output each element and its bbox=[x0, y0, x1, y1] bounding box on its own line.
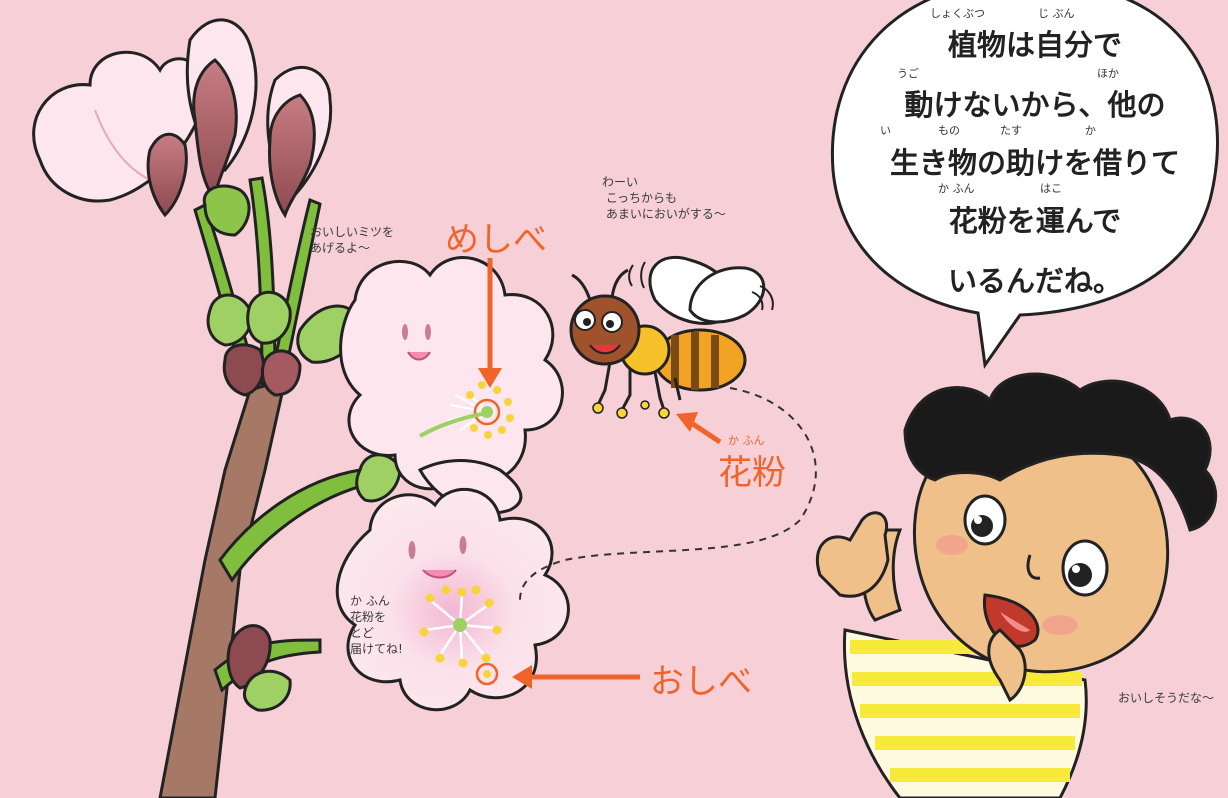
bracts bbox=[206, 290, 362, 397]
bubble-text: 植物は自分で 動けないから、他の 生き物の助けを借りて 花粉を運んで いるんだね… bbox=[850, 0, 1220, 330]
ruby-shokubutsu: しょくぶつ bbox=[930, 7, 985, 20]
ruby-i: い bbox=[880, 124, 891, 137]
flower-speech-bottom: か ふん 花粉を とど 届けてね! bbox=[350, 594, 403, 656]
ruby-hako: はこ bbox=[1040, 182, 1062, 195]
lower-flower bbox=[335, 488, 570, 712]
ruby-hoka: ほか bbox=[1097, 67, 1119, 80]
bubble-line-5: いるんだね。 bbox=[947, 264, 1122, 298]
ruby-kafun: か ふん bbox=[938, 182, 975, 195]
label-oshibe: おしべ bbox=[650, 662, 752, 702]
label-meshibe: めしべ bbox=[445, 220, 547, 260]
flight-path bbox=[519, 387, 817, 601]
ruby-ugo: うご bbox=[897, 67, 919, 80]
boy-speech: おいしそうだな〜 bbox=[1118, 691, 1215, 705]
bubble-line-2: 動けないから、他の bbox=[904, 88, 1166, 122]
bee bbox=[569, 255, 774, 419]
label-kafun: 花粉 bbox=[718, 453, 786, 493]
speech-bubble bbox=[830, 0, 1219, 370]
boy bbox=[815, 372, 1218, 798]
ruby-jibun: じ ぶん bbox=[1038, 7, 1075, 20]
flower-speech-top: おいしいミツを あげるよ〜 bbox=[310, 225, 395, 255]
bubble-line-4: 花粉を運んで bbox=[948, 204, 1122, 238]
ruby-kafun-label: か ふん bbox=[728, 434, 765, 447]
ruby-ka: か bbox=[1085, 124, 1096, 137]
upper-flower bbox=[339, 256, 564, 515]
ruby-mono: もの bbox=[938, 124, 960, 137]
bee-speech: わーい こっちからも あまいにおいがする〜 bbox=[602, 175, 726, 221]
bubble-line-1: 植物は自分で bbox=[947, 28, 1122, 62]
top-buds bbox=[146, 18, 333, 237]
ruby-tasu: たす bbox=[1000, 124, 1022, 137]
bubble-line-3: 生き物の助けを借りて bbox=[889, 146, 1180, 180]
arrows bbox=[478, 258, 722, 689]
